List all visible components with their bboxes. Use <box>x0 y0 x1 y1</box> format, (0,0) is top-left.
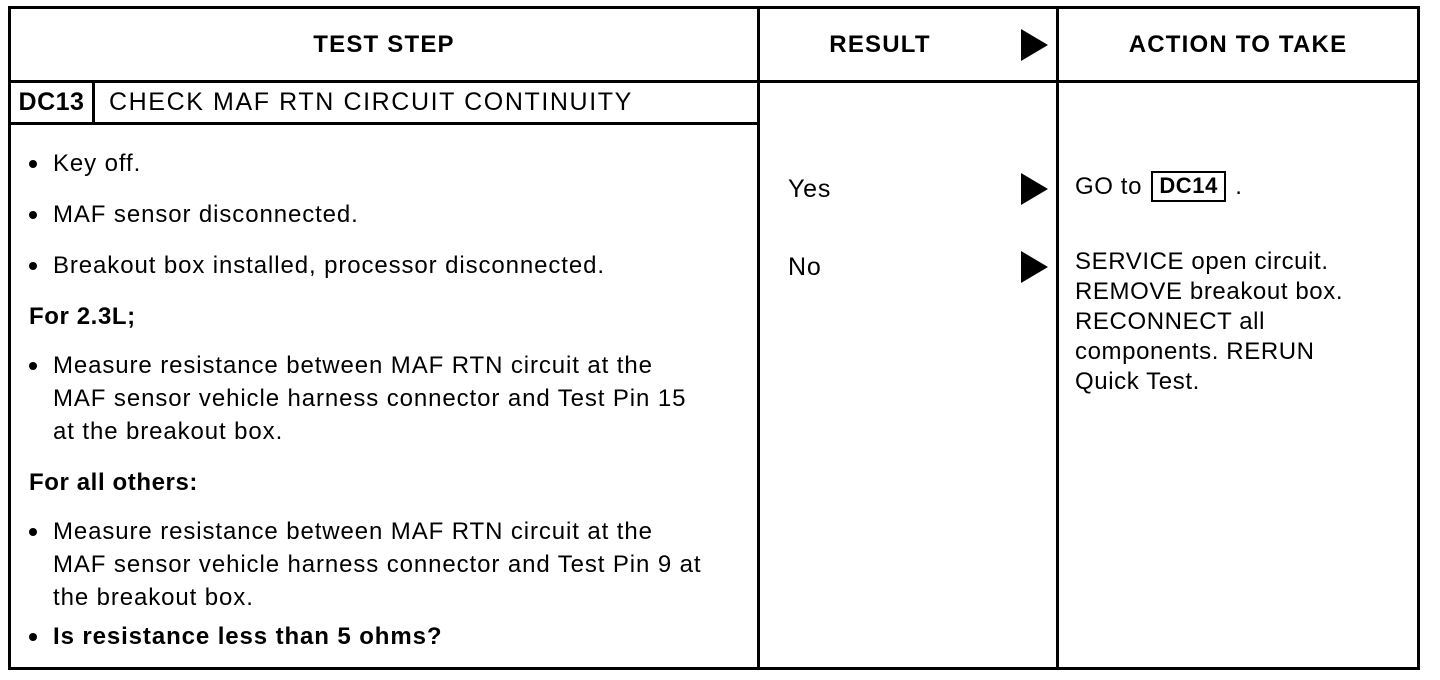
list-item: Measure resistance between MAF RTN circu… <box>29 515 739 614</box>
subheading-2-3l: For 2.3L; <box>29 303 136 330</box>
step-reference-dc14[interactable]: DC14 <box>1151 171 1226 202</box>
result-no-label: No <box>788 252 822 281</box>
header-test-step-label: TEST STEP <box>313 30 455 58</box>
result-option-no: No <box>760 251 1056 283</box>
list-item-text: Measure resistance between MAF RTN circu… <box>53 518 702 611</box>
step-title-bar: DC13 CHECK MAF RTN CIRCUIT CONTINUITY <box>11 83 757 125</box>
body-cell-test-step: DC13 CHECK MAF RTN CIRCUIT CONTINUITY Ke… <box>11 83 760 667</box>
bullet-dot-icon <box>29 528 37 536</box>
list-item-text: Key off. <box>53 150 142 177</box>
table-body-row: DC13 CHECK MAF RTN CIRCUIT CONTINUITY Ke… <box>11 83 1417 667</box>
header-result-inner: RESULT <box>760 9 1056 80</box>
header-result-label: RESULT <box>829 30 931 58</box>
action-no-line: SERVICE open circuit. <box>1075 248 1329 275</box>
result-body: Yes No <box>760 83 1056 667</box>
header-action-label: ACTION TO TAKE <box>1128 30 1348 58</box>
header-cell-test-step: TEST STEP <box>11 9 760 80</box>
triangle-right-icon <box>1021 173 1048 205</box>
list-item-text: Breakout box installed, processor discon… <box>53 252 605 279</box>
bullet-dot-icon <box>29 262 37 270</box>
subheading-all-others: For all others: <box>29 469 199 496</box>
action-no-line: REMOVE breakout box. <box>1075 278 1344 305</box>
action-no-line: RECONNECT all <box>1075 308 1266 335</box>
result-yes-label: Yes <box>788 174 832 203</box>
list-item: Measure resistance between MAF RTN circu… <box>29 349 739 448</box>
action-for-yes: GO to DC14 . <box>1075 171 1405 202</box>
result-option-yes: Yes <box>760 173 1056 205</box>
question-text: Is resistance less than 5 ohms? <box>53 623 443 650</box>
test-step-body: DC13 CHECK MAF RTN CIRCUIT CONTINUITY Ke… <box>11 83 757 667</box>
table-header-row: TEST STEP RESULT ACTION TO TAKE <box>11 9 1417 83</box>
triangle-right-icon <box>1021 28 1048 61</box>
body-cell-result: Yes No <box>760 83 1059 667</box>
header-cell-action: ACTION TO TAKE <box>1059 9 1417 80</box>
step-title-text: CHECK MAF RTN CIRCUIT CONTINUITY <box>109 88 633 116</box>
action-for-no: SERVICE open circuit. REMOVE breakout bo… <box>1075 247 1405 397</box>
list-item: Breakout box installed, processor discon… <box>29 249 739 282</box>
list-item: MAF sensor disconnected. <box>29 198 739 231</box>
bullet-dot-icon <box>29 160 37 168</box>
triangle-right-icon <box>1021 251 1048 283</box>
diagnostic-test-table: TEST STEP RESULT ACTION TO TAKE DC13 CHE… <box>8 6 1420 670</box>
action-no-line: components. RERUN <box>1075 338 1315 365</box>
action-yes-suffix: . <box>1235 173 1243 200</box>
body-cell-action: GO to DC14 . SERVICE open circuit. REMOV… <box>1059 83 1417 667</box>
test-step-content: Key off. MAF sensor disconnected. Breako… <box>11 125 757 671</box>
list-item-question: Is resistance less than 5 ohms? <box>29 620 739 653</box>
action-yes-prefix: GO to <box>1075 173 1143 200</box>
header-cell-result: RESULT <box>760 9 1059 80</box>
list-item: Key off. <box>29 147 739 180</box>
list-item-text: Measure resistance between MAF RTN circu… <box>53 352 687 445</box>
list-item-text: MAF sensor disconnected. <box>53 201 359 228</box>
action-body: GO to DC14 . SERVICE open circuit. REMOV… <box>1059 83 1417 667</box>
bullet-dot-icon <box>29 633 37 641</box>
bullet-dot-icon <box>29 362 37 370</box>
bullet-dot-icon <box>29 211 37 219</box>
step-code-badge: DC13 <box>11 83 95 122</box>
action-no-line: Quick Test. <box>1075 368 1200 395</box>
